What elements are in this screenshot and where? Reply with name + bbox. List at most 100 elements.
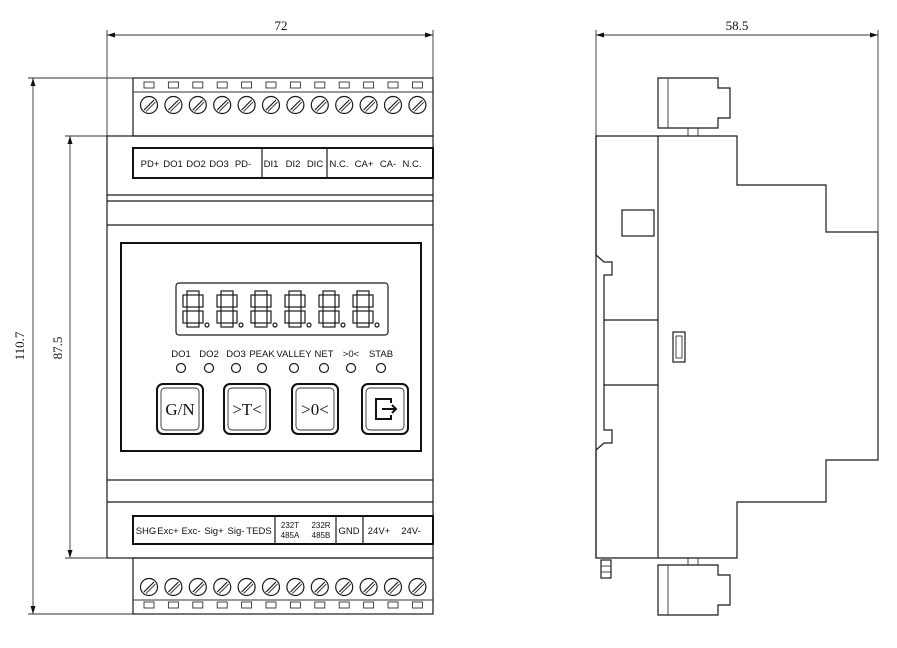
top-terminal-label: DO3 — [209, 159, 229, 170]
bottom-terminal-label: Sig- — [228, 526, 245, 537]
led-icon — [375, 362, 387, 374]
terminal-screw-bottom — [261, 577, 281, 609]
bottom-terminal-label: 232R — [311, 521, 330, 530]
digit-8 — [318, 290, 346, 328]
top-terminal-label: CA- — [380, 159, 396, 170]
key-button[interactable]: G/N — [156, 383, 204, 435]
indicator-label: STAB — [369, 349, 393, 360]
indicator-label: DO2 — [199, 349, 219, 360]
bottom-terminal-label: GND — [338, 526, 359, 537]
top-terminal-label: DIC — [307, 159, 324, 170]
indicator: STAB — [369, 349, 393, 374]
top-terminal-label: DI2 — [286, 159, 301, 170]
lcd-display — [175, 282, 389, 336]
led-icon — [288, 362, 300, 374]
indicator-label: >0< — [343, 349, 360, 360]
indicator-label: NET — [315, 349, 334, 360]
terminal-screw-bottom — [213, 577, 232, 609]
terminal-screw-bottom — [408, 577, 427, 609]
bottom-terminal-label: Sig+ — [204, 526, 224, 537]
dimension-width-front: 72 — [106, 18, 434, 140]
digit-8 — [284, 290, 312, 328]
led-icon — [203, 362, 215, 374]
led-icon — [318, 362, 330, 374]
key-button[interactable]: >T< — [223, 383, 271, 435]
terminal-screw-bottom — [139, 577, 159, 609]
top-terminal-label: N.C. — [403, 159, 422, 170]
bottom-terminal-label: 485A — [281, 531, 300, 540]
terminal-screw-top — [139, 81, 159, 115]
dimension-depth-side: 58.5 — [595, 18, 879, 232]
led-icon — [345, 362, 357, 374]
indicator-label: DO1 — [171, 349, 191, 360]
terminal-screw-bottom — [310, 577, 329, 609]
enter-icon — [375, 398, 398, 420]
bottom-terminal-label: 24V+ — [368, 526, 391, 537]
top-terminal-label: DO2 — [186, 159, 206, 170]
front-body — [106, 135, 434, 559]
led-icon — [175, 362, 187, 374]
top-terminal-label: N.C. — [330, 159, 349, 170]
indicator: NET — [315, 349, 334, 374]
bottom-terminal-label: 232T — [281, 521, 299, 530]
dim-110-7-label: 110.7 — [12, 331, 27, 360]
indicator: DO3 — [226, 349, 246, 374]
digit-8 — [216, 290, 244, 328]
bottom-terminal-label: TEDS — [246, 526, 271, 537]
terminal-screw-bottom — [237, 577, 256, 609]
terminal-screw-bottom — [286, 577, 305, 609]
terminal-screw-top — [335, 81, 354, 115]
indicator-label: PEAK — [249, 349, 275, 360]
key-label: G/N — [165, 400, 194, 419]
top-terminal-label: PD- — [235, 159, 251, 170]
bottom-terminal-label: 485B — [312, 531, 331, 540]
key-button[interactable]: >0< — [291, 383, 339, 435]
terminal-screw-bottom — [335, 577, 354, 609]
digit-8 — [352, 290, 380, 328]
terminal-screw-top — [188, 81, 207, 115]
bottom-terminal-label: Exc+ — [157, 526, 179, 537]
terminal-screw-top — [383, 81, 403, 115]
led-icon — [230, 362, 242, 374]
top-terminal-label: CA+ — [355, 159, 374, 170]
terminal-screw-bottom — [383, 577, 403, 609]
bottom-terminal-label: 24V- — [401, 526, 421, 537]
terminal-screw-top — [164, 81, 183, 115]
bottom-terminal-label: SHG — [136, 526, 157, 537]
led-icon — [256, 362, 268, 374]
indicator-label: DO3 — [226, 349, 246, 360]
top-terminal-label: DO1 — [163, 159, 183, 170]
bottom-terminal-block — [132, 557, 434, 615]
terminal-screw-top — [261, 81, 281, 115]
indicator: DO1 — [171, 349, 191, 374]
terminal-screw-bottom — [164, 577, 183, 609]
digit-8 — [250, 290, 278, 328]
top-terminal-label: PD+ — [141, 159, 160, 170]
terminal-screw-top — [359, 81, 378, 115]
seven-segment-digits — [182, 290, 380, 328]
keypad: G/N >T< >0< — [156, 383, 409, 435]
indicator: PEAK — [249, 349, 275, 374]
side-view — [595, 77, 879, 616]
key-label: >T< — [232, 400, 262, 419]
indicator: DO2 — [199, 349, 219, 374]
dimension-height-body: 87.5 — [50, 135, 108, 559]
top-terminal-block — [132, 77, 434, 137]
terminal-screw-top — [286, 81, 305, 115]
indicator-label: VALLEY — [276, 349, 312, 360]
terminal-screw-top — [408, 81, 427, 115]
usb-port — [672, 331, 686, 363]
dim-87-5-label: 87.5 — [50, 337, 65, 360]
digit-8 — [182, 290, 210, 328]
terminal-screw-bottom — [359, 577, 378, 609]
indicator: VALLEY — [276, 349, 312, 374]
top-terminal-label: DI1 — [264, 159, 279, 170]
key-button[interactable] — [361, 383, 409, 435]
terminal-screw-top — [237, 81, 256, 115]
indicator: >0< — [343, 349, 360, 374]
